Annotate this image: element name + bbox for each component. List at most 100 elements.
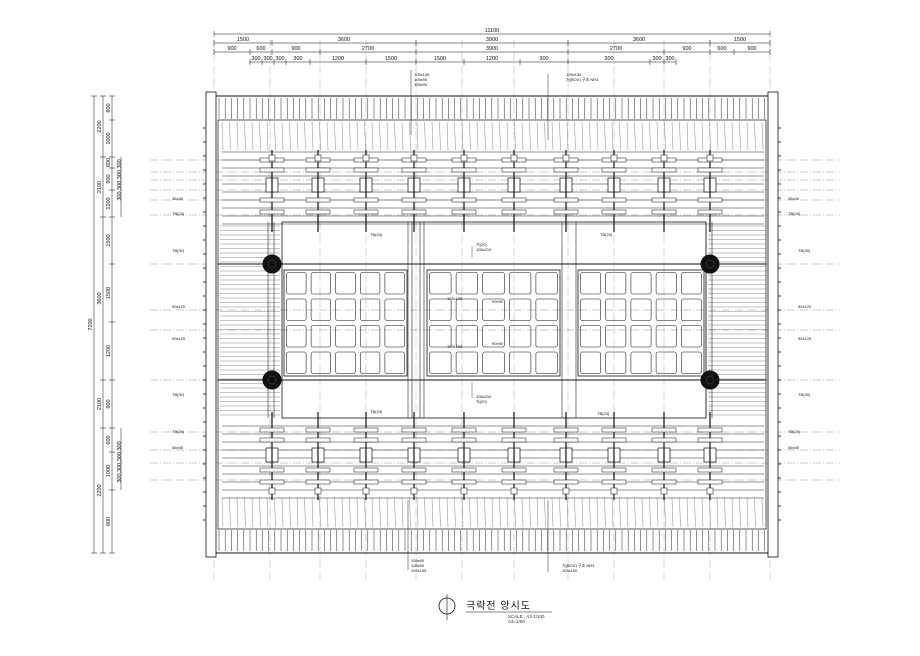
coffer-panel [577, 269, 705, 377]
dimension-text: 300 [275, 56, 284, 62]
rafter [626, 497, 629, 528]
rafter [686, 121, 689, 151]
beam-tag: TB(24) [600, 232, 613, 237]
column [700, 370, 720, 390]
dimension-text: 3600 [633, 37, 645, 43]
rafter [469, 497, 471, 528]
rafter [326, 497, 329, 528]
rafter [454, 497, 456, 528]
dimension-text: 600 [106, 158, 112, 167]
callout-text: 105x90 [411, 563, 425, 568]
dimension-text: 600 [256, 46, 265, 52]
rafter [656, 497, 659, 528]
bracket-arm [401, 437, 427, 443]
bracket-arm [553, 427, 579, 433]
dimension-text: 1200 [106, 345, 112, 357]
dimension-text: 1500 [106, 287, 112, 299]
top-callout-right: 105x150 거(BOX) 구조 NR3 [547, 72, 599, 140]
bracket-block [268, 487, 276, 495]
callout-text: 105x90 [414, 77, 428, 82]
bracket-arm [259, 467, 285, 473]
callout-text: 거(20) [476, 398, 487, 404]
coffer-cell [630, 272, 652, 295]
bracket-arm [451, 209, 477, 215]
bracket-arm [697, 197, 723, 203]
rafter [581, 497, 584, 528]
coffer-cell [605, 272, 627, 295]
rafter [589, 497, 591, 528]
rafter [514, 121, 516, 151]
coffer-cell [335, 351, 356, 374]
dimension-text: 900 [747, 46, 756, 52]
bracket-arm [553, 209, 579, 215]
rafter [424, 497, 426, 528]
rafter [716, 497, 719, 528]
rafter [536, 497, 539, 528]
bracket-block [410, 154, 418, 162]
bracket-arm [451, 467, 477, 473]
dimension-text: 300 [652, 56, 661, 62]
callout-text: 105x90 [414, 82, 428, 87]
side-label: 36x45 [172, 196, 184, 201]
dimension-text: 300 [539, 56, 548, 62]
side-label: TB(24) [172, 211, 185, 216]
bracket-arm [697, 167, 723, 173]
rafter [386, 121, 389, 151]
rafter [304, 497, 306, 528]
rafter [694, 497, 696, 528]
rafter [274, 497, 276, 528]
rafter [724, 121, 726, 151]
bottom-callout-left: 105x90 105x90 105x105 [407, 500, 427, 573]
rafter [416, 121, 419, 151]
rafter [356, 497, 359, 528]
rafter [484, 497, 486, 528]
dimension-text: 900 [291, 46, 300, 52]
rafter [634, 121, 636, 151]
coffer-cell [286, 351, 307, 374]
side-label: TB(30) [172, 248, 185, 253]
side-label: TB(24) [788, 211, 801, 216]
bracket-arm [451, 479, 477, 485]
rafter [296, 121, 299, 151]
beam-tag: TB(24) [597, 411, 610, 416]
coffer-cell [482, 298, 505, 321]
rafter [311, 121, 314, 151]
rafter [709, 497, 711, 528]
coffer-cell [310, 272, 331, 295]
drawing-title: 극락전 앙시도 [466, 600, 531, 612]
dimension-text: 1500 [734, 37, 746, 43]
rafter [341, 497, 344, 528]
dimension-text: 300 [604, 56, 613, 62]
bracket-arm [601, 437, 627, 443]
rafter [334, 497, 336, 528]
coffer-cell [681, 272, 702, 295]
rafter [506, 121, 509, 151]
column [267, 375, 277, 385]
dimension-text: 2100 [97, 398, 103, 410]
coffer-cell [455, 325, 478, 348]
rafter [581, 121, 584, 151]
bracket-arm [451, 427, 477, 433]
rafter [431, 121, 434, 151]
bracket-arm [651, 467, 677, 473]
bracket-arm [697, 209, 723, 215]
rafter [236, 121, 239, 151]
coffer-cell [509, 272, 532, 295]
side-label: TB(30) [798, 392, 811, 397]
coffer-cell [580, 325, 601, 348]
rafter-pattern [203, 98, 781, 551]
rafter [664, 497, 666, 528]
beam-tag: TB(24) [370, 232, 383, 237]
bracket-block [314, 487, 322, 495]
rafter [521, 121, 524, 151]
bracket-block [706, 487, 714, 495]
rafter [619, 497, 621, 528]
side-label: 90x120 [798, 304, 812, 309]
rafter [251, 497, 254, 528]
bracket-arm [501, 479, 527, 485]
inner-eave [217, 119, 767, 530]
bracket-arm [651, 167, 677, 173]
coffer-panel [283, 269, 408, 377]
coffer-cell [455, 351, 478, 374]
rafter [566, 497, 569, 528]
